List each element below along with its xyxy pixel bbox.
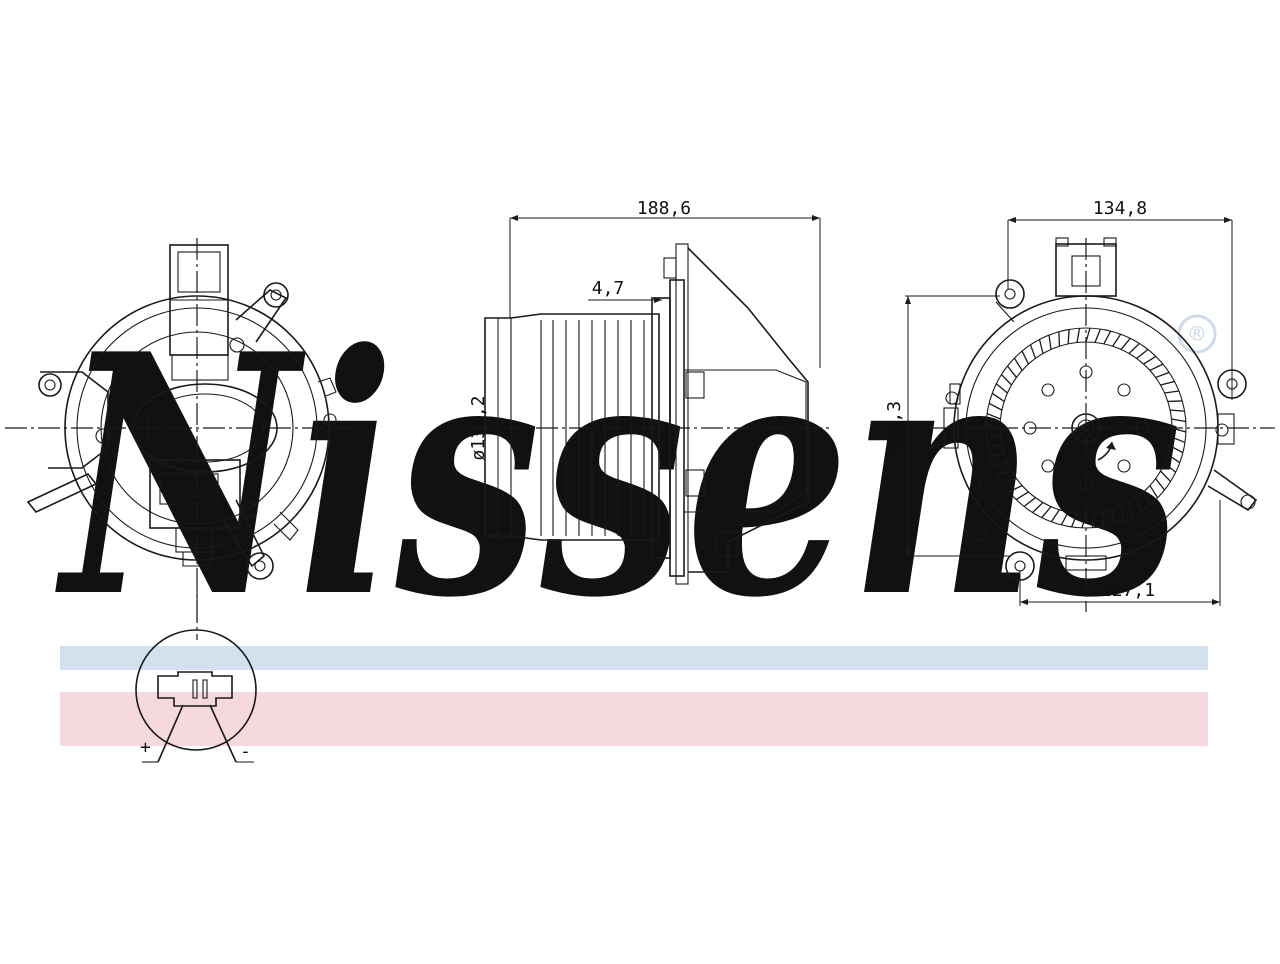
- dim-overall-height: 163,3: [884, 401, 905, 455]
- dim-overall-width: 134,8: [1093, 198, 1147, 219]
- dim-flange-offset: 4,7: [592, 278, 625, 299]
- registered-mark-icon: ®: [1179, 316, 1215, 352]
- dim-overall-length: 188,6: [637, 198, 691, 219]
- connector-minus-label: -: [240, 741, 251, 762]
- connector-plus-label: +: [140, 737, 151, 758]
- svg-text:®: ®: [1190, 320, 1205, 348]
- dim-mount-spacing: 127,1: [1101, 580, 1155, 601]
- dim-wheel-diameter: ø131,2: [468, 395, 489, 460]
